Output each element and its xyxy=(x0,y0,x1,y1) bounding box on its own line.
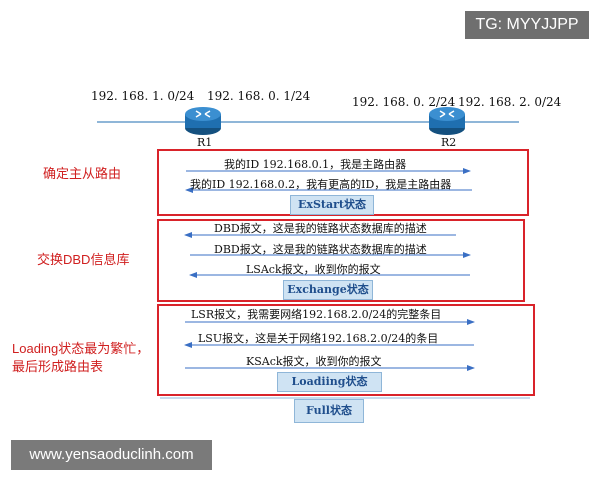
ip-label-r2-left: 192. 168. 0. 2/24 xyxy=(352,95,456,109)
phase-3-message-1: LSR报文，我需要网络192.168.2.0/24的完整条目 xyxy=(191,308,442,321)
phase-2-message-1: DBD报文，这是我的链路状态数据库的描述 xyxy=(214,222,427,235)
phase-2-message-3: LSAck报文，收到你的报文 xyxy=(246,263,381,276)
router-r1-icon xyxy=(185,107,221,135)
router-r2-label: R2 xyxy=(441,136,457,149)
phase-1-message-1: 我的ID 192.168.0.1，我是主路由器 xyxy=(224,158,407,171)
side-label-phase-1: 确定主从路由 xyxy=(43,166,122,181)
router-r2-icon xyxy=(429,107,465,135)
phase-3-box xyxy=(157,304,535,396)
phase-2-box xyxy=(157,219,525,302)
side-label-phase-2: 交换DBD信息库 xyxy=(37,252,130,267)
side-label-phase-3-line-1: Loading状态最为繁忙， xyxy=(12,341,150,356)
ip-label-r2-right: 192. 168. 2. 0/24 xyxy=(458,95,562,109)
side-label-phase-3-line-2: 最后形成路由表 xyxy=(12,359,104,374)
phase-1-box xyxy=(157,149,529,216)
phase-3-message-3: KSAck报文，收到你的报文 xyxy=(246,355,382,368)
state-full-badge: Full状态 xyxy=(294,399,364,423)
phase-2-message-2: DBD报文，这是我的链路状态数据库的描述 xyxy=(214,243,427,256)
state-exchange-badge: Exchange状态 xyxy=(283,280,373,300)
router-r1-label: R1 xyxy=(197,136,213,149)
phase-1-message-2: 我的ID 192.168.0.2，我有更高的ID，我是主路由器 xyxy=(190,178,452,191)
website-watermark: www.yensaoduclinh.com xyxy=(11,440,212,470)
state-loading-badge: Loadiing状态 xyxy=(277,372,382,392)
tg-tag: TG: MYYJJPP xyxy=(465,11,589,39)
state-exstart-badge: ExStart状态 xyxy=(290,195,374,215)
phase-3-message-2: LSU报文，这是关于网络192.168.2.0/24的条目 xyxy=(198,332,439,345)
ip-label-r1-left: 192. 168. 1. 0/24 xyxy=(91,89,195,103)
ip-label-r1-right: 192. 168. 0. 1/24 xyxy=(207,89,311,103)
